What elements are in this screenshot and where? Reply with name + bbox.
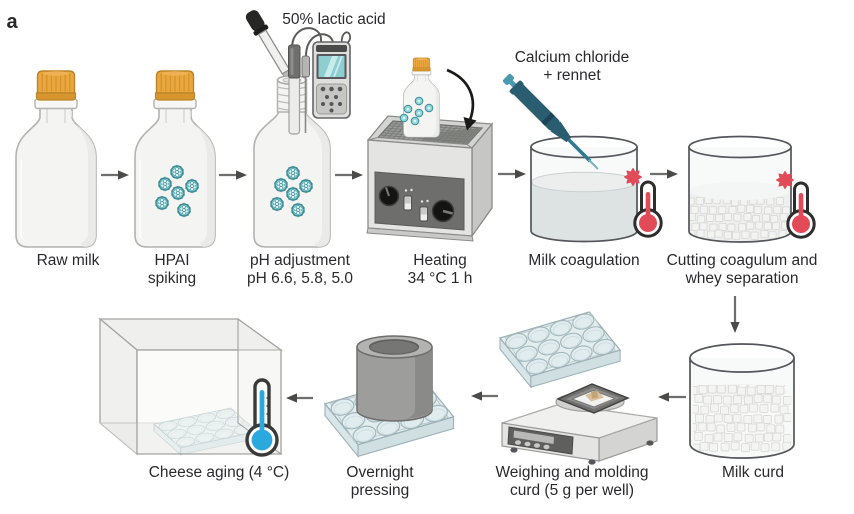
svg-text:whey separation: whey separation bbox=[685, 270, 799, 287]
svg-text:Cheese aging (4 °C): Cheese aging (4 °C) bbox=[149, 464, 290, 481]
svg-text:Milk curd: Milk curd bbox=[722, 464, 784, 481]
svg-text:Milk coagulation: Milk coagulation bbox=[528, 252, 639, 269]
svg-text:Weighing and molding: Weighing and molding bbox=[495, 464, 648, 481]
svg-text:Cutting coagulum and: Cutting coagulum and bbox=[667, 252, 818, 269]
svg-text:Calcium chloride: Calcium chloride bbox=[515, 49, 630, 66]
svg-text:+ rennet: + rennet bbox=[543, 67, 601, 84]
svg-text:pressing: pressing bbox=[351, 482, 410, 499]
svg-text:a: a bbox=[7, 11, 19, 33]
svg-text:Heating: Heating bbox=[413, 252, 466, 269]
svg-text:50% lactic acid: 50% lactic acid bbox=[282, 11, 385, 28]
svg-text:HPAI: HPAI bbox=[154, 252, 189, 269]
svg-text:pH 6.6, 5.8, 5.0: pH 6.6, 5.8, 5.0 bbox=[247, 270, 353, 287]
svg-text:Raw milk: Raw milk bbox=[37, 252, 100, 269]
svg-text:spiking: spiking bbox=[148, 270, 196, 287]
svg-text:pH adjustment: pH adjustment bbox=[250, 252, 351, 269]
svg-text:curd (5 g per well): curd (5 g per well) bbox=[510, 482, 634, 499]
svg-text:34 °C 1 h: 34 °C 1 h bbox=[408, 270, 473, 287]
svg-text:Overnight: Overnight bbox=[346, 464, 414, 481]
